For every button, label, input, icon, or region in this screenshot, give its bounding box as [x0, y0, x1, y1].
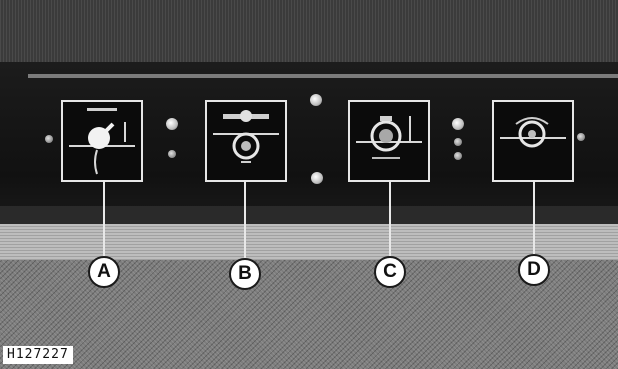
rotary-selector-icon: [213, 110, 279, 163]
callout-d: D: [518, 254, 550, 286]
indicator-lamp-1: [166, 118, 178, 130]
control-module-d[interactable]: [492, 100, 574, 182]
mounting-screw-left: [45, 135, 53, 143]
light-switch-knob-icon: [69, 108, 135, 175]
callout-line-d: [533, 180, 535, 258]
cab-backdrop: [0, 0, 618, 70]
mounting-screw-right: [577, 133, 585, 141]
panel-lower-edge: [0, 206, 618, 224]
callout-line-b: [244, 180, 246, 262]
figure-code: H127227: [3, 346, 73, 364]
indicator-lamp-5: [452, 118, 464, 130]
ignition-key-switch-icon: [356, 116, 422, 159]
control-module-a[interactable]: [61, 100, 143, 182]
control-module-b[interactable]: [205, 100, 287, 182]
indicator-lamp-7: [454, 152, 462, 160]
indicator-lamp-2: [168, 150, 176, 158]
panel-trim-band: [0, 224, 618, 260]
indicator-lamp-3: [310, 94, 322, 106]
callout-c: C: [374, 256, 406, 288]
control-knob-icon: [500, 117, 566, 148]
callout-a: A: [88, 256, 120, 288]
indicator-lamp-6: [454, 138, 462, 146]
callout-line-a: [103, 180, 105, 260]
callout-b: B: [229, 258, 261, 290]
panel-top-edge: [28, 74, 618, 78]
indicator-lamp-4: [311, 172, 323, 184]
control-module-c[interactable]: [348, 100, 430, 182]
callout-line-c: [389, 180, 391, 260]
